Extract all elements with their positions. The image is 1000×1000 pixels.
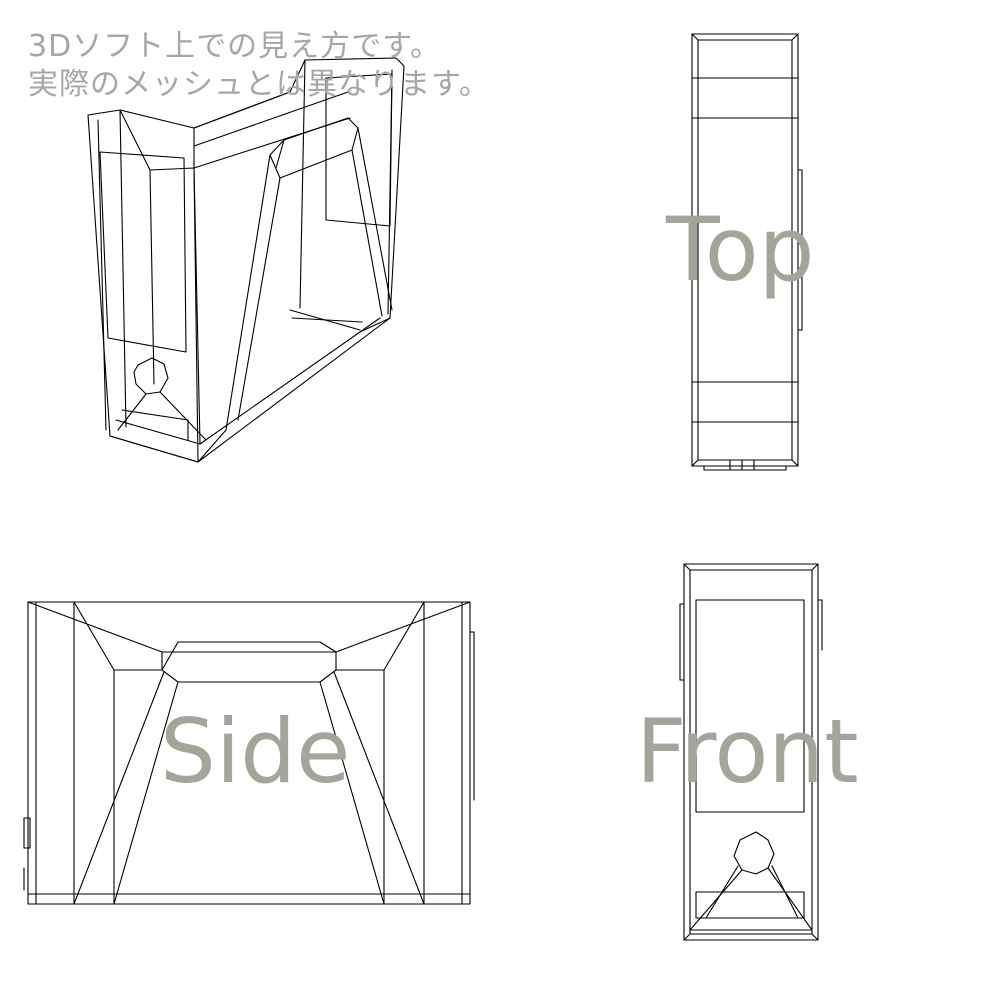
- side-view-label: Side: [160, 700, 350, 803]
- perspective-view: [87, 57, 405, 463]
- disclaimer-note: 3Dソフト上での見え方です。 実際のメッシュとは異なります。: [28, 28, 490, 104]
- side-view-wireframe: [23, 601, 475, 905]
- disclaimer-line-1: 3Dソフト上での見え方です。: [28, 29, 442, 64]
- top-view-wireframe: [691, 33, 803, 471]
- front-view-label: Front: [636, 700, 859, 803]
- disclaimer-line-2: 実際のメッシュとは異なります。: [28, 67, 490, 102]
- top-view-label: Top: [665, 198, 815, 301]
- front-view-wireframe: [679, 563, 823, 941]
